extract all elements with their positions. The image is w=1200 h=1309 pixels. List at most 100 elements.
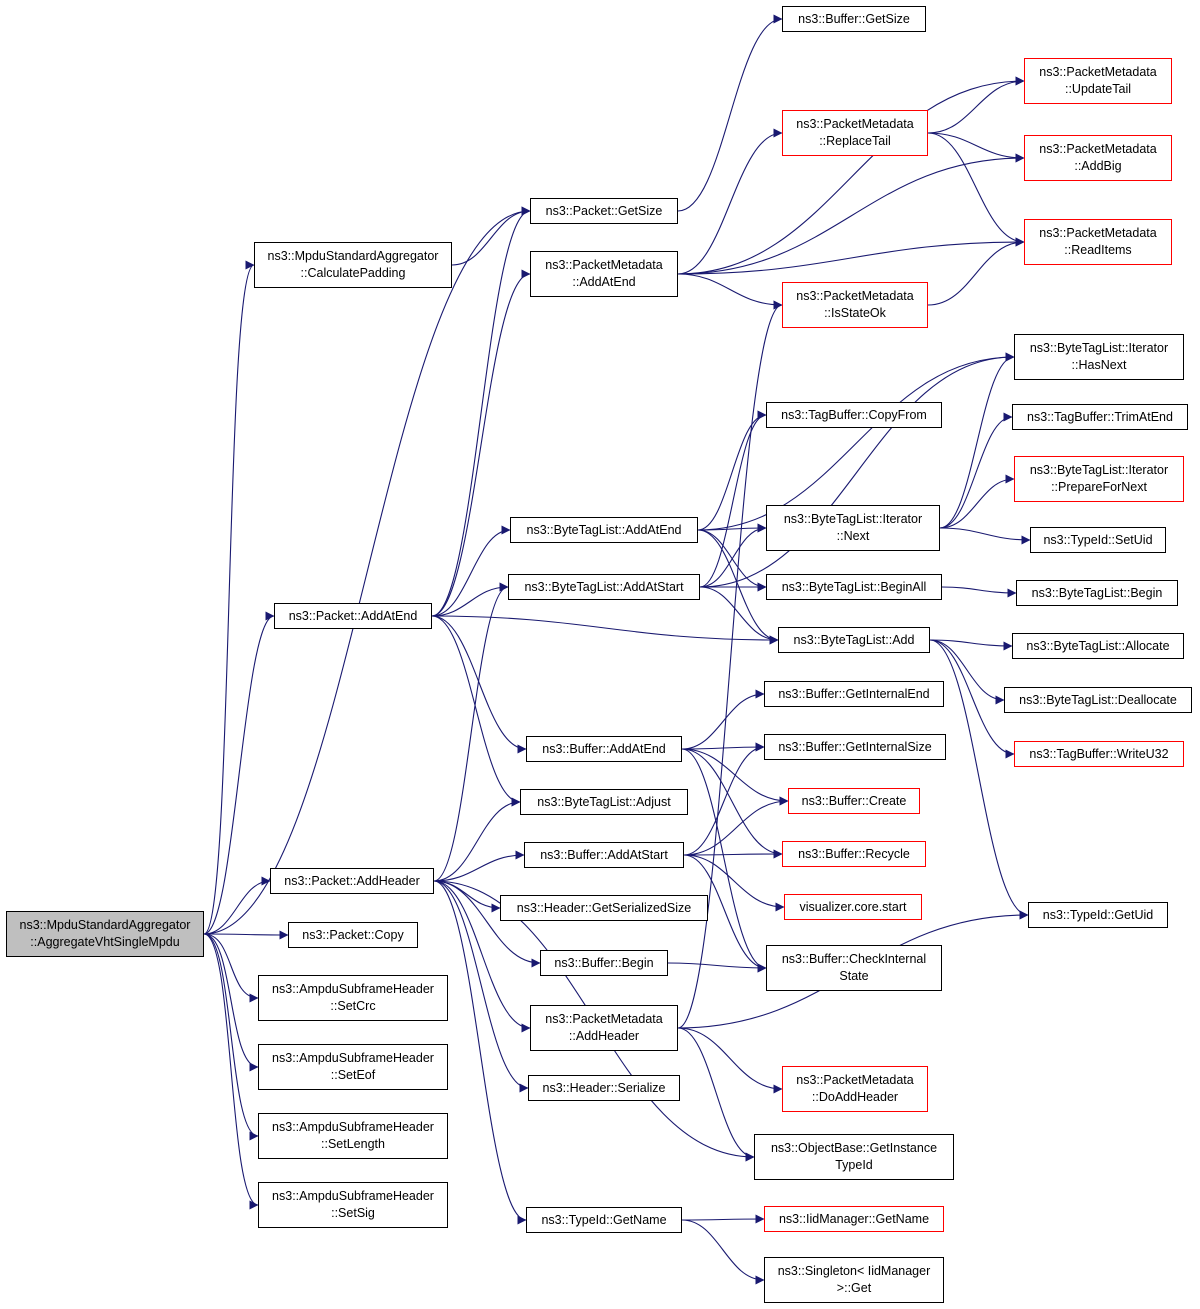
- node-label: ns3::TagBuffer::WriteU32: [1029, 746, 1169, 761]
- node-tb-copyfrom[interactable]: ns3::TagBuffer::CopyFrom: [766, 402, 942, 428]
- node-pkt-getsize[interactable]: ns3::Packet::GetSize: [530, 198, 678, 224]
- node-buf-getintsize[interactable]: ns3::Buffer::GetInternalSize: [764, 734, 946, 760]
- node-hdr-getsersize[interactable]: ns3::Header::GetSerializedSize: [500, 895, 708, 921]
- edge-btl-add-to-btl-deallocate: [929, 639, 1005, 705]
- node-pm-readitems[interactable]: ns3::PacketMetadata::ReadItems: [1024, 219, 1172, 265]
- node-typeid-getuid[interactable]: ns3::TypeId::GetUid: [1028, 902, 1168, 928]
- edge-root-to-seteof: [203, 933, 259, 1072]
- node-label: ns3::PacketMetadata: [545, 1012, 663, 1026]
- node-label: ns3::ByteTagList::Begin: [1031, 585, 1163, 600]
- node-label: TypeId: [835, 1158, 873, 1172]
- edge-buf-addatstart-to-buf-getintsize: [683, 742, 765, 856]
- node-pm-addatend[interactable]: ns3::PacketMetadata::AddAtEnd: [530, 251, 678, 297]
- node-buf-addatend[interactable]: ns3::Buffer::AddAtEnd: [526, 736, 682, 762]
- node-btl-deallocate[interactable]: ns3::ByteTagList::Deallocate: [1004, 687, 1192, 713]
- node-btl-begin[interactable]: ns3::ByteTagList::Begin: [1016, 580, 1178, 606]
- edge-btl-addatstart-to-btl-add: [699, 586, 779, 645]
- node-buf-create[interactable]: ns3::Buffer::Create: [788, 788, 920, 814]
- node-setlength[interactable]: ns3::AmpduSubframeHeader::SetLength: [258, 1113, 448, 1159]
- node-btli-next[interactable]: ns3::ByteTagList::Iterator::Next: [766, 505, 940, 551]
- node-label: ns3::Buffer::Recycle: [798, 846, 910, 861]
- node-typeid-setuid[interactable]: ns3::TypeId::SetUid: [1030, 527, 1166, 553]
- node-buf-addatstart[interactable]: ns3::Buffer::AddAtStart: [524, 842, 684, 868]
- edge-pkt-addatend-to-btl-add: [431, 615, 779, 645]
- edge-pm-addatend-to-pm-readitems: [677, 237, 1025, 275]
- node-btl-addatend[interactable]: ns3::ByteTagList::AddAtEnd: [510, 517, 698, 543]
- edge-btl-add-to-typeid-getuid: [929, 639, 1029, 920]
- node-label: ns3::ByteTagList::Allocate: [1026, 638, 1170, 653]
- node-label: ::SetSig: [331, 1206, 375, 1220]
- edge-pkt-addatend-to-pkt-getsize: [431, 206, 531, 617]
- node-setsig[interactable]: ns3::AmpduSubframeHeader::SetSig: [258, 1182, 448, 1228]
- edge-root-to-pkt-addatend: [203, 611, 275, 935]
- node-label: ::ReplaceTail: [819, 134, 891, 148]
- edge-typeid-getname-to-singleton-get: [681, 1219, 765, 1285]
- node-btl-adjust[interactable]: ns3::ByteTagList::Adjust: [520, 789, 688, 815]
- edge-pkt-getsize-to-buf-getsize: [677, 14, 783, 212]
- node-hdr-serialize[interactable]: ns3::Header::Serialize: [528, 1075, 680, 1101]
- edge-root-to-setsig: [203, 933, 259, 1210]
- node-label: ::IsStateOk: [824, 306, 886, 320]
- node-btli-prepnext[interactable]: ns3::ByteTagList::Iterator::PrepareForNe…: [1014, 456, 1184, 502]
- edge-pkt-addatend-to-btl-addatstart: [431, 582, 509, 617]
- node-iid-getname[interactable]: ns3::IidManager::GetName: [764, 1206, 944, 1232]
- node-buf-getintend[interactable]: ns3::Buffer::GetInternalEnd: [764, 681, 944, 707]
- edge-buf-addatend-to-buf-checkint: [681, 748, 767, 973]
- node-calcpad[interactable]: ns3::MpduStandardAggregator::CalculatePa…: [254, 242, 452, 288]
- edge-btl-addatend-to-btli-hasnext: [697, 352, 1015, 531]
- node-label: >::Get: [836, 1281, 872, 1295]
- node-pkt-addatend[interactable]: ns3::Packet::AddAtEnd: [274, 603, 432, 629]
- edge-pm-addatend-to-pm-addbig: [677, 153, 1025, 275]
- node-pm-isstateok[interactable]: ns3::PacketMetadata::IsStateOk: [782, 282, 928, 328]
- node-pm-doaddheader[interactable]: ns3::PacketMetadata::DoAddHeader: [782, 1066, 928, 1112]
- node-buf-recycle[interactable]: ns3::Buffer::Recycle: [782, 841, 926, 867]
- node-label: ns3::ByteTagList::Adjust: [537, 794, 671, 809]
- node-typeid-getname[interactable]: ns3::TypeId::GetName: [526, 1207, 682, 1233]
- edge-btl-add-to-tb-writeu32: [929, 639, 1015, 759]
- node-label: ns3::PacketMetadata: [1039, 65, 1157, 79]
- node-label: ns3::ObjectBase::GetInstance: [770, 1141, 938, 1155]
- node-label: ns3::MpduStandardAggregator: [267, 249, 439, 263]
- node-singleton-get[interactable]: ns3::Singleton< IidManager>::Get: [764, 1257, 944, 1303]
- edge-pkt-addheader-to-btl-adjust: [433, 797, 521, 882]
- edge-buf-begin-to-buf-checkint: [667, 962, 767, 973]
- node-label: ::AddHeader: [568, 1029, 640, 1043]
- node-label: ns3::ByteTagList::AddAtEnd: [526, 522, 682, 537]
- edge-buf-addatstart-to-buf-create: [683, 796, 789, 856]
- node-btl-allocate[interactable]: ns3::ByteTagList::Allocate: [1012, 633, 1184, 659]
- node-viz-start[interactable]: visualizer.core.start: [784, 894, 922, 920]
- node-pm-updatetail[interactable]: ns3::PacketMetadata::UpdateTail: [1024, 58, 1172, 104]
- node-pm-addbig[interactable]: ns3::PacketMetadata::AddBig: [1024, 135, 1172, 181]
- node-label: ::AggregateVhtSingleMpdu: [30, 935, 180, 949]
- edge-buf-addatend-to-buf-getintend: [681, 689, 765, 750]
- edge-pm-replacetail-to-pm-updatetail: [927, 76, 1025, 134]
- node-label: ns3::IidManager::GetName: [778, 1211, 930, 1226]
- node-pkt-addheader[interactable]: ns3::Packet::AddHeader: [270, 868, 434, 894]
- node-pkt-copy[interactable]: ns3::Packet::Copy: [288, 922, 418, 948]
- edge-btl-addatstart-to-btli-next: [699, 523, 767, 588]
- node-label: ns3::ByteTagList::Iterator: [783, 512, 923, 526]
- node-seteof[interactable]: ns3::AmpduSubframeHeader::SetEof: [258, 1044, 448, 1090]
- node-tb-writeu32[interactable]: ns3::TagBuffer::WriteU32: [1014, 741, 1184, 767]
- node-btli-hasnext[interactable]: ns3::ByteTagList::Iterator::HasNext: [1014, 334, 1184, 380]
- edge-pkt-addheader-to-hdr-serialize: [433, 880, 529, 1093]
- node-pm-replacetail[interactable]: ns3::PacketMetadata::ReplaceTail: [782, 110, 928, 156]
- edge-btl-addatend-to-tb-copyfrom: [697, 410, 767, 531]
- node-label: ns3::Buffer::AddAtEnd: [542, 741, 666, 756]
- node-label: ns3::Header::GetSerializedSize: [516, 900, 692, 915]
- node-label: ns3::Singleton< IidManager: [777, 1264, 931, 1278]
- node-buf-getsize[interactable]: ns3::Buffer::GetSize: [782, 6, 926, 32]
- node-buf-begin[interactable]: ns3::Buffer::Begin: [540, 950, 668, 976]
- node-pm-addheader[interactable]: ns3::PacketMetadata::AddHeader: [530, 1005, 678, 1051]
- node-btl-addatstart[interactable]: ns3::ByteTagList::AddAtStart: [508, 574, 700, 600]
- edge-btl-addatend-to-btl-add: [697, 529, 779, 645]
- node-tb-trimatend[interactable]: ns3::TagBuffer::TrimAtEnd: [1012, 404, 1188, 430]
- edge-btli-next-to-typeid-setuid: [939, 527, 1031, 545]
- node-setcrc[interactable]: ns3::AmpduSubframeHeader::SetCrc: [258, 975, 448, 1021]
- edge-buf-addatstart-to-viz-start: [683, 854, 785, 912]
- node-btl-add[interactable]: ns3::ByteTagList::Add: [778, 627, 930, 653]
- node-btl-beginall[interactable]: ns3::ByteTagList::BeginAll: [766, 574, 942, 600]
